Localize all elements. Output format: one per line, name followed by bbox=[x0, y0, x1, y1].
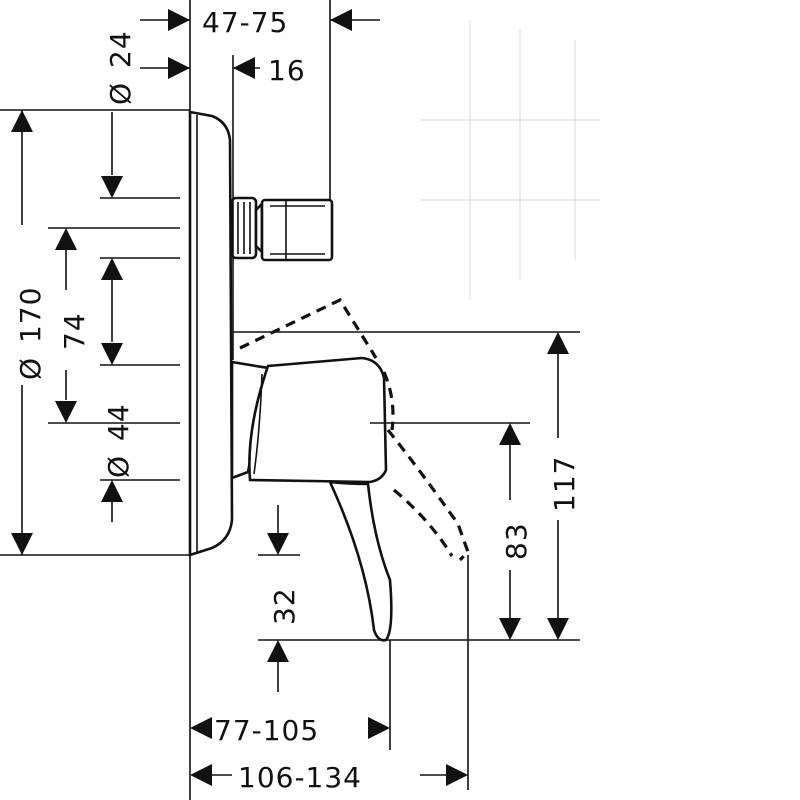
dim-170-text: Ø 170 bbox=[14, 287, 47, 381]
extension-lines bbox=[0, 0, 580, 800]
dim-83-text: 83 bbox=[500, 522, 533, 560]
diameter-symbol: Ø bbox=[104, 82, 137, 105]
dim-117-label: 117 bbox=[548, 456, 581, 512]
dim-83-label: 83 bbox=[500, 522, 533, 560]
dim-106-134-label: 106-134 bbox=[238, 761, 362, 794]
escutcheon-plate bbox=[188, 110, 234, 557]
dim-24-arrows bbox=[101, 112, 123, 198]
dim-117-text: 117 bbox=[548, 456, 581, 512]
dim-16-label: 16 bbox=[268, 54, 306, 87]
dim-106-134: 106-134 bbox=[190, 761, 468, 794]
dim-44-text: Ø 44 bbox=[102, 403, 135, 478]
dim-77-105-label: 77-105 bbox=[214, 714, 319, 747]
watermark bbox=[420, 20, 600, 300]
lever-handle bbox=[230, 356, 393, 642]
dim-47-75-label: 47-75 bbox=[202, 6, 288, 39]
dim-117 bbox=[547, 332, 569, 640]
dim-32-label: 32 bbox=[268, 587, 301, 625]
dim-24: Ø 24 bbox=[104, 30, 137, 105]
dim-top: 47-75 16 bbox=[140, 6, 380, 87]
dim-32 bbox=[267, 505, 289, 692]
dim-74 bbox=[55, 228, 77, 423]
dim-170 bbox=[11, 110, 33, 555]
dim-77-105: 77-105 bbox=[190, 714, 390, 747]
svg-text:Ø44: Ø 44 bbox=[102, 403, 135, 478]
dim-74-text: 74 bbox=[58, 312, 91, 350]
diameter-symbol-44: Ø bbox=[102, 455, 135, 478]
dim-32-text: 32 bbox=[268, 587, 301, 625]
dim-83 bbox=[499, 423, 521, 640]
dim-170-label: 170 bbox=[14, 287, 47, 343]
dim-44-label: 44 bbox=[102, 403, 135, 441]
diameter-symbol-170: Ø bbox=[14, 357, 47, 380]
dim-24-label: 24 bbox=[104, 30, 137, 68]
svg-text:Ø24: Ø 24 bbox=[104, 30, 137, 105]
dim-74-label: 74 bbox=[58, 312, 91, 350]
svg-text:Ø170: Ø 170 bbox=[14, 287, 47, 381]
diverter-knob bbox=[230, 196, 334, 262]
dim-44 bbox=[101, 258, 123, 522]
